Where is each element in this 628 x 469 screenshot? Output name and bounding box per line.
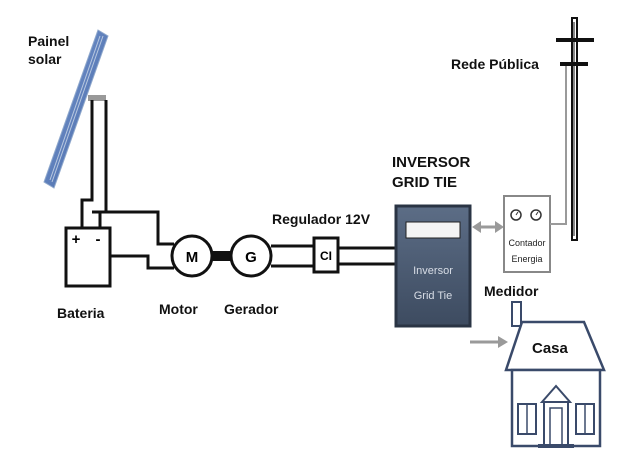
regulator-inverter-wires <box>338 246 398 266</box>
generator-symbol: G <box>245 249 257 266</box>
motor-symbol: M <box>186 249 199 266</box>
regulator-ic: CI <box>312 236 340 274</box>
meter-label: Medidor <box>484 283 539 299</box>
public-grid-label: Rede Pública <box>451 56 539 72</box>
meter-panel-line-2: Energia <box>511 254 542 264</box>
inverter-panel-line-1: Inversor <box>413 265 453 277</box>
inverter-title-line-1: INVERSOR <box>392 154 471 171</box>
motor: M <box>170 234 214 278</box>
solar-panel-label-line-1: Painel <box>28 33 70 49</box>
inverter-panel-line-2: Grid Tie <box>414 290 453 302</box>
arrow-to-inverter <box>472 221 481 233</box>
arrow-to-meter <box>495 221 504 233</box>
battery: + - <box>64 226 112 288</box>
generator: G <box>229 234 273 278</box>
battery-motor-wires <box>92 210 174 270</box>
inverter-title-line-2: GRID TIE <box>392 174 458 191</box>
utility-pole <box>556 17 594 241</box>
motor-generator-shaft <box>212 251 232 261</box>
generator-regulator-wires <box>271 244 314 268</box>
solar-panel <box>43 29 109 189</box>
arrow-to-house <box>498 336 508 348</box>
battery-minus-symbol: - <box>96 231 101 248</box>
generator-label: Gerador <box>224 301 279 317</box>
house-label: Casa <box>532 340 568 357</box>
house <box>504 301 606 448</box>
solar-panel-label-line-2: solar <box>28 51 62 67</box>
energy-meter: Contador Energia <box>503 195 551 273</box>
regulator-label: Regulador 12V <box>272 211 371 227</box>
meter-panel-line-1: Contador <box>508 238 545 248</box>
motor-label: Motor <box>159 301 198 317</box>
grid-tie-inverter: Inversor Grid Tie <box>394 204 472 328</box>
battery-plus-symbol: + <box>72 231 81 248</box>
battery-label: Bateria <box>57 305 105 321</box>
regulator-ic-symbol: CI <box>320 249 332 263</box>
grid-to-meter-line <box>550 66 567 225</box>
